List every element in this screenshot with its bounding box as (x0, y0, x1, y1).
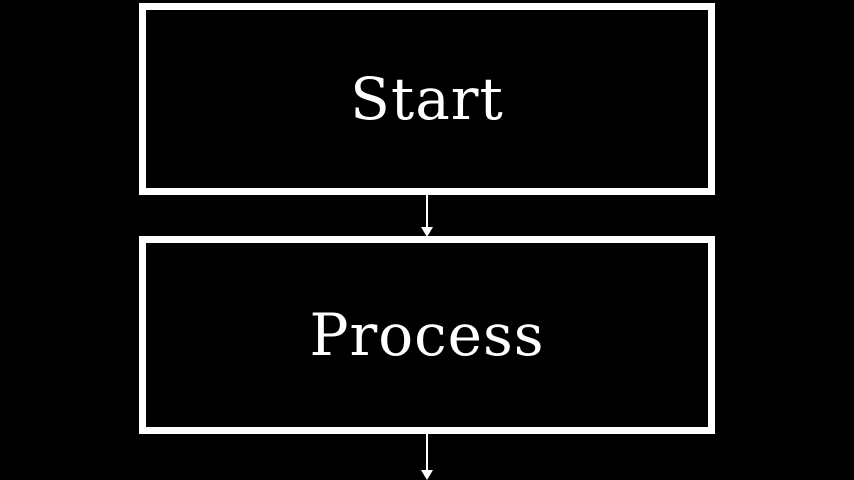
arrow-process-to-next-head (421, 470, 433, 480)
process-node-label: Process (309, 301, 545, 369)
start-node: Start (139, 3, 715, 195)
process-node: Process (139, 236, 715, 434)
arrow-process-to-next (421, 434, 433, 480)
start-node-label: Start (350, 65, 504, 133)
arrow-start-to-process (421, 195, 433, 237)
